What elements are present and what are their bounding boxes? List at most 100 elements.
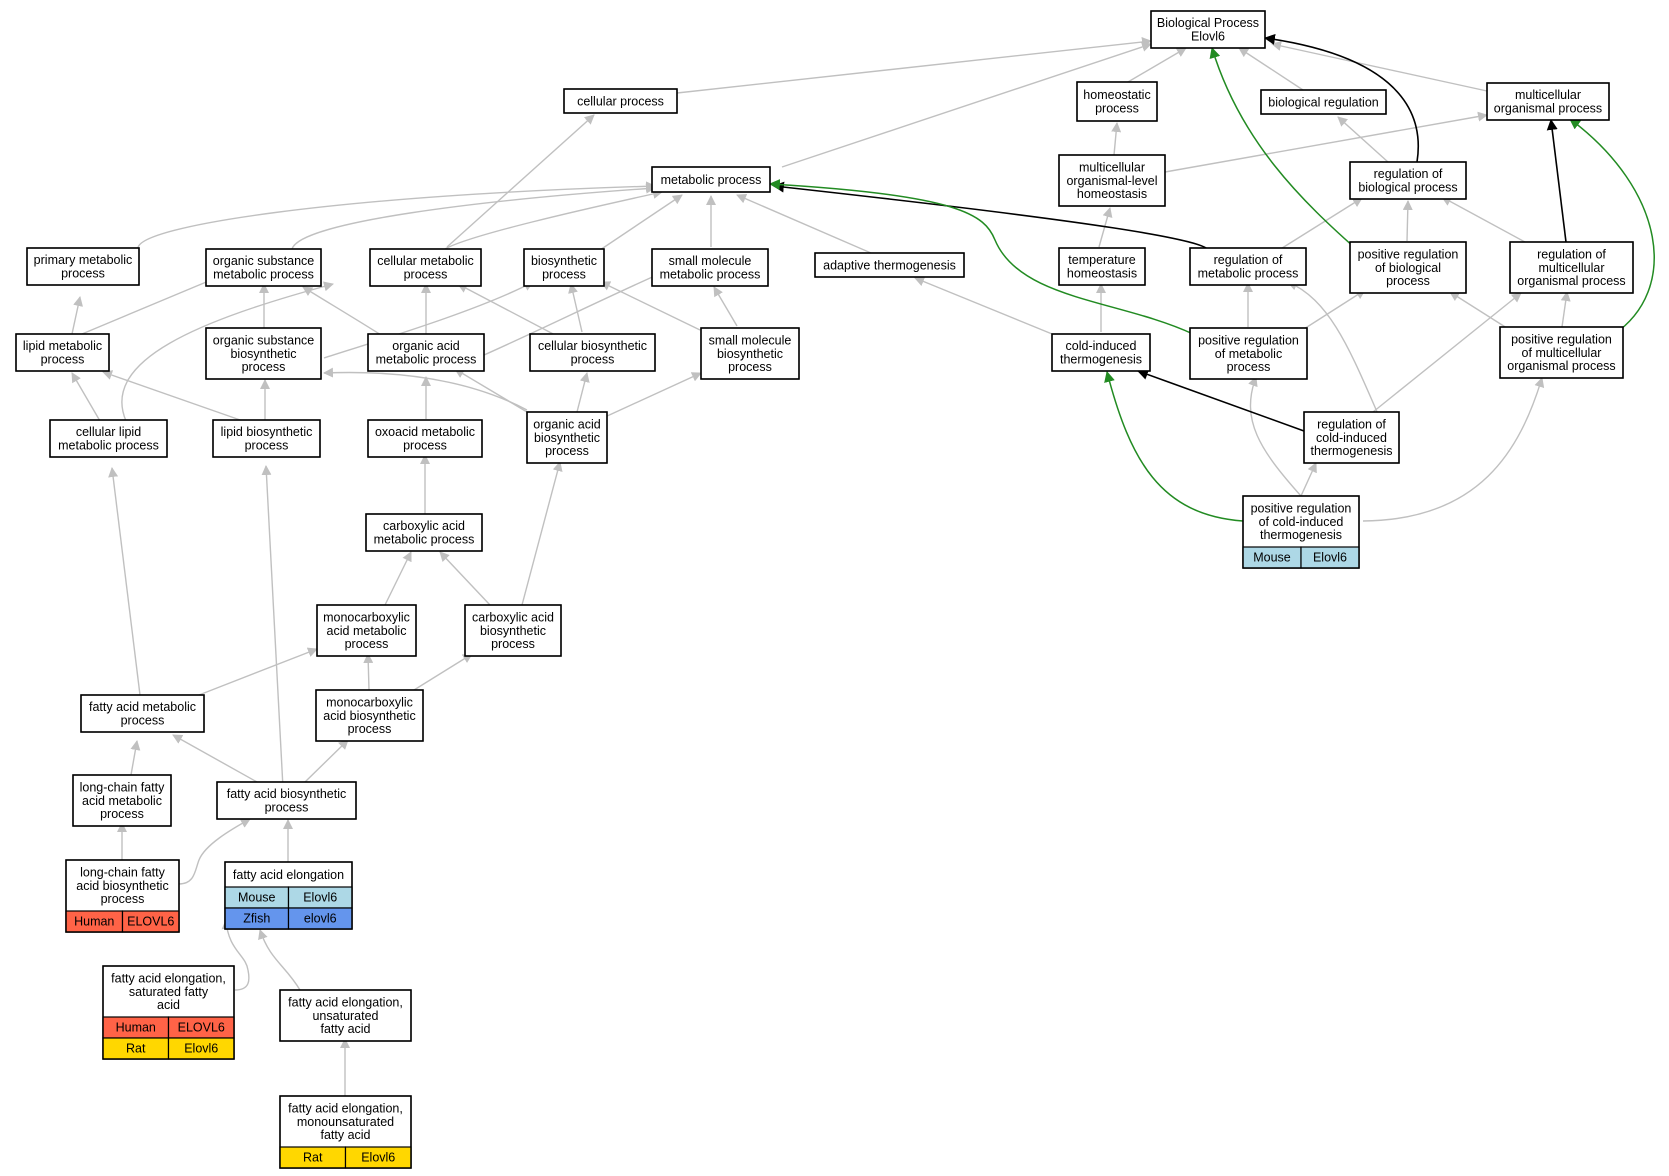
edge-is-a	[1287, 280, 1379, 415]
node-label: lipid metabolic	[23, 339, 102, 353]
node-label: cellular biosynthetic	[538, 339, 647, 353]
edge-is-a	[81, 273, 224, 335]
node-label: fatty acid elongation,	[111, 972, 226, 986]
node-label: monocarboxylic	[323, 611, 410, 625]
node-label: organic acid	[392, 339, 459, 353]
node-label: small molecule	[709, 334, 792, 348]
node-label: oxoacid metabolic	[375, 425, 475, 439]
node-label: of biological	[1375, 261, 1441, 275]
edge-is-a	[736, 193, 872, 254]
edge-is-a	[521, 461, 563, 606]
edge-is-a	[446, 114, 595, 248]
node-label: fatty acid elongation	[233, 868, 344, 882]
node-label: process	[403, 438, 447, 452]
edge-is-a	[323, 281, 534, 359]
node-label: process	[1386, 274, 1430, 288]
node-label: process	[571, 352, 615, 366]
edge-regulates	[1136, 369, 1305, 432]
node-box	[367, 419, 483, 458]
node-label: process	[1227, 360, 1271, 374]
go-node-fatty-acid-elongation-saturated: fatty acid elongation,saturated fattyaci…	[102, 965, 235, 1060]
gene-symbol: Elovl6	[361, 1151, 395, 1165]
node-label: process	[404, 267, 448, 281]
node-label: organic substance	[213, 254, 315, 268]
edge-is-a	[258, 929, 301, 991]
edge-is-a	[713, 286, 738, 327]
gene-symbol: Elovl6	[184, 1042, 218, 1056]
edge-is-a	[71, 296, 83, 335]
edge-is-a	[1402, 200, 1413, 242]
node-label: metabolic process	[213, 267, 314, 281]
species-name: Rat	[303, 1151, 323, 1165]
node-label: saturated fatty	[129, 985, 209, 999]
edge-positively-regulates	[1209, 46, 1364, 256]
node-label: cold-induced	[1066, 339, 1137, 353]
node-label: process	[121, 713, 165, 727]
edge-is-a	[914, 276, 1058, 337]
edge-is-a	[198, 647, 318, 696]
species-name: Rat	[126, 1042, 146, 1056]
node-label: acid metabolic	[327, 624, 407, 638]
go-node-adaptive-thermogenesis: adaptive thermogenesis	[814, 252, 965, 278]
edge-is-a	[457, 283, 558, 337]
node-label: process	[348, 722, 392, 736]
node-label: process	[61, 266, 105, 280]
node-label: monocarboxylic	[326, 696, 413, 710]
node-label: metabolic process	[58, 438, 159, 452]
species-name: Mouse	[1253, 551, 1291, 565]
edge-is-a	[1449, 291, 1511, 331]
node-label: biosynthetic	[480, 624, 546, 638]
node-label: organic substance	[213, 334, 315, 348]
node-box	[80, 694, 205, 733]
edge-is-a	[413, 653, 473, 691]
edge-is-a	[454, 368, 528, 413]
node-box	[1189, 327, 1308, 380]
node-label: biosynthetic	[531, 254, 597, 268]
node-label: positive regulation	[1198, 334, 1299, 348]
node-label: adaptive thermogenesis	[823, 258, 956, 272]
node-box	[563, 88, 678, 114]
node-label: fatty acid elongation,	[288, 996, 403, 1010]
node-box	[367, 333, 485, 372]
node-label: Biological Process	[1157, 16, 1259, 30]
edge-is-a	[1362, 377, 1545, 522]
node-label: acid biosynthetic	[76, 879, 168, 893]
edge-is-a	[221, 919, 250, 991]
node-label: regulation of	[1537, 248, 1606, 262]
node-label: long-chain fatty	[80, 866, 166, 880]
node-label: organismal-level	[1066, 174, 1157, 188]
edge-is-a	[676, 37, 1152, 94]
edges	[71, 33, 1655, 1096]
node-box	[1076, 81, 1158, 122]
edge-is-a	[178, 818, 251, 885]
edge-is-a	[1271, 41, 1488, 92]
edge-regulates	[1263, 33, 1420, 163]
node-label: positive regulation	[1511, 333, 1612, 347]
species-name: Human	[116, 1021, 156, 1035]
node-label: biosynthetic	[534, 431, 600, 445]
node-label: small molecule	[669, 254, 752, 268]
edge-is-a	[467, 269, 669, 363]
node-label: organismal process	[1494, 101, 1602, 115]
node-label: regulation of	[1374, 167, 1443, 181]
node-box	[216, 781, 357, 820]
node-label: homeostasis	[1077, 187, 1147, 201]
node-label: monounsaturated	[297, 1115, 394, 1129]
node-label: cellular process	[577, 94, 664, 108]
edge-is-a	[1372, 292, 1522, 413]
node-label: organismal process	[1507, 359, 1615, 373]
edge-is-a	[1560, 291, 1571, 328]
